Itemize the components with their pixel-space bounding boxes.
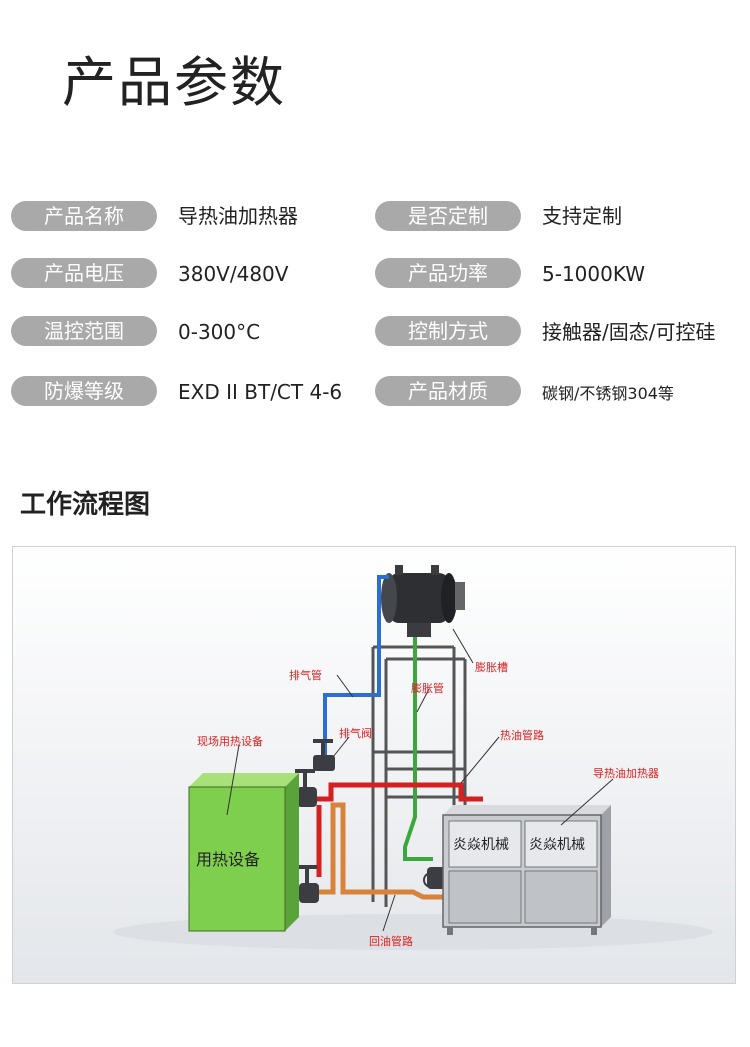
return-line — [313, 802, 445, 900]
param-value-material: 碳钢/不锈钢304等 — [542, 384, 674, 403]
hot-oil-line — [313, 782, 483, 802]
param-value-explosion-rating: EXD II BT/CT 4-6 — [178, 380, 343, 404]
valve-icon — [295, 739, 447, 903]
label-expansion-pipe: 膨胀管 — [411, 681, 444, 695]
label-site-equipment: 现场用热设备 — [197, 734, 263, 748]
label-expansion-tank: 膨胀槽 — [475, 660, 508, 674]
label-hot-oil-line: 热油管路 — [500, 728, 544, 742]
param-label-control-mode: 控制方式 — [375, 316, 521, 346]
exhaust-pipe — [323, 575, 389, 757]
leader-lines — [226, 628, 614, 932]
param-value-voltage: 380V/480V — [178, 262, 289, 286]
param-value-customizable: 支持定制 — [542, 204, 622, 228]
param-value-temp-range: 0-300°C — [178, 320, 261, 344]
param-value-control-mode: 接触器/固态/可控硅 — [542, 320, 716, 344]
param-label-material: 产品材质 — [375, 376, 521, 406]
param-label-temp-range: 温控范围 — [11, 316, 157, 346]
heater-panel-text-2: 炎焱机械 — [529, 837, 585, 853]
label-exhaust-valve: 排气阀 — [339, 726, 372, 740]
page-title: 产品参数 — [62, 51, 286, 114]
param-label-voltage: 产品电压 — [11, 258, 157, 288]
param-value-power: 5-1000KW — [542, 262, 646, 286]
param-label-customizable: 是否定制 — [375, 201, 521, 231]
flow-section-title: 工作流程图 — [20, 490, 151, 520]
expansion-tank — [381, 565, 465, 637]
param-label-power: 产品功率 — [375, 258, 521, 288]
flow-diagram: 用热设备 炎焱机械 炎焱机械 膨胀槽 — [12, 546, 736, 984]
param-label-product-name: 产品名称 — [11, 201, 157, 231]
user-equipment-label: 用热设备 — [196, 850, 260, 869]
heater-panel-text-1: 炎焱机械 — [453, 837, 509, 853]
label-heater: 导热油加热器 — [593, 766, 659, 780]
param-label-explosion-rating: 防爆等级 — [11, 376, 157, 406]
label-exhaust-pipe: 排气管 — [289, 668, 322, 682]
heater-cabinet: 炎焱机械 炎焱机械 — [442, 805, 611, 935]
user-equipment: 用热设备 — [188, 773, 299, 932]
param-value-product-name: 导热油加热器 — [178, 204, 298, 228]
expansion-pipe — [403, 637, 433, 861]
label-return-line: 回油管路 — [369, 934, 413, 948]
